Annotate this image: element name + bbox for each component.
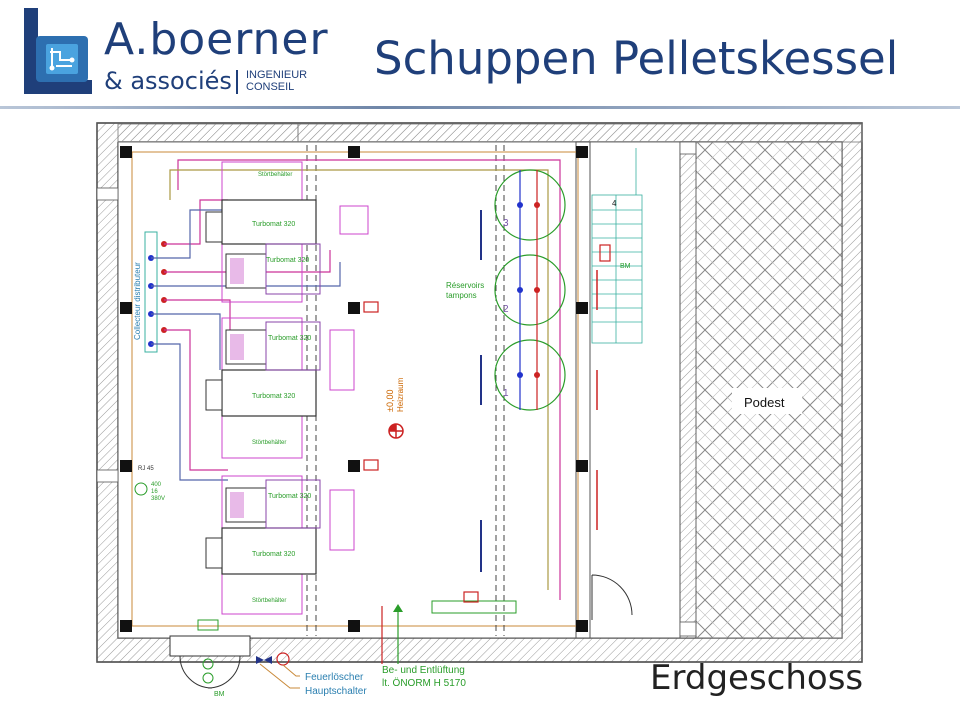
boiler-1-label: Turbomat 320	[252, 221, 295, 228]
boiler-2-small-label: Störtbehälter	[252, 440, 286, 446]
structural-columns	[120, 146, 588, 632]
boiler-1-small-label: Störtbehälter	[258, 172, 292, 178]
page-title: Schuppen Pelletskessel	[374, 32, 899, 85]
elevation-label: ±0,00	[385, 390, 395, 412]
brand-tagline-line-1: INGENIEUR	[246, 69, 308, 81]
bm-label-bottom: BM	[214, 691, 225, 698]
collector-label: Collecteur distributeur	[133, 262, 142, 340]
boiler-unit-2: Turbomat 320 Turbomat 320 Störtbehälter	[205, 317, 355, 459]
header: A.boerner & associés INGENIEUR CONSEIL S…	[0, 0, 960, 110]
podest-label-bg	[732, 388, 802, 414]
buffer-number-2: 2	[503, 304, 509, 315]
boiler-unit-1: Turbomat 320 Turbomat 320 Störtbehälter	[205, 161, 369, 303]
boiler-3-tank-label: Turbomat 320	[268, 493, 311, 500]
floor-label: Erdgeschoss	[650, 658, 864, 698]
floor-plan: Podest Collecteur distributeur	[96, 122, 863, 698]
pipework	[151, 159, 561, 600]
brand-tagline-line-2: CONSEIL	[246, 81, 295, 93]
brand-name: A.boerner	[104, 14, 329, 65]
buffer-tanks: 3 2 1 Réservoirs tampons	[446, 169, 566, 411]
company-logo	[22, 8, 94, 94]
brand-subtitle: & associés	[104, 67, 232, 95]
buffer-label-2: tampons	[446, 291, 477, 300]
socket-label-1: 400	[151, 482, 162, 488]
legend-ventilation-2: lt. ÖNORM H 5170	[382, 677, 466, 689]
elevation-marker: ±0,00 Heizraum	[385, 377, 405, 439]
socket-icon	[134, 482, 148, 496]
entrance	[169, 635, 251, 689]
entrance-device	[197, 619, 219, 631]
boiler-3-label: Turbomat 320	[252, 551, 295, 558]
bm-label-top: BM	[620, 263, 631, 270]
socket-label-2: 16	[151, 489, 158, 495]
podest-label: Podest	[744, 395, 785, 410]
legend-fire-extinguisher: Feuerlöscher	[305, 672, 364, 683]
valve-symbols	[363, 244, 611, 603]
legend-symbols	[256, 604, 403, 689]
boiler-3-small-label: Störtbehälter	[252, 598, 286, 604]
buffer-number-1: 1	[503, 388, 509, 399]
ventilation-grille	[431, 600, 517, 614]
elevation-sublabel: Heizraum	[396, 377, 405, 412]
buffer-label-1: Réservoirs	[446, 281, 484, 290]
stair-number: 4	[612, 199, 617, 208]
boiler-2-label: Turbomat 320	[252, 393, 295, 400]
header-divider	[0, 106, 960, 109]
boiler-unit-3: Turbomat 320 Turbomat 320 Störtbehälter	[205, 475, 355, 615]
brand-tagline: INGENIEUR CONSEIL	[246, 69, 307, 93]
legend-ventilation-1: Be- und Entlüftung	[382, 665, 465, 676]
boiler-1-tank-label: Turbomat 320	[266, 257, 309, 264]
rj45-label: RJ 45	[138, 466, 154, 472]
buffer-number-3: 3	[503, 218, 509, 229]
door	[591, 574, 633, 620]
legend-main-switch: Hauptschalter	[305, 686, 367, 697]
boiler-2-tank-label: Turbomat 320	[268, 335, 311, 342]
socket-label-3: 380V	[151, 496, 165, 502]
brand-separator	[236, 70, 238, 94]
